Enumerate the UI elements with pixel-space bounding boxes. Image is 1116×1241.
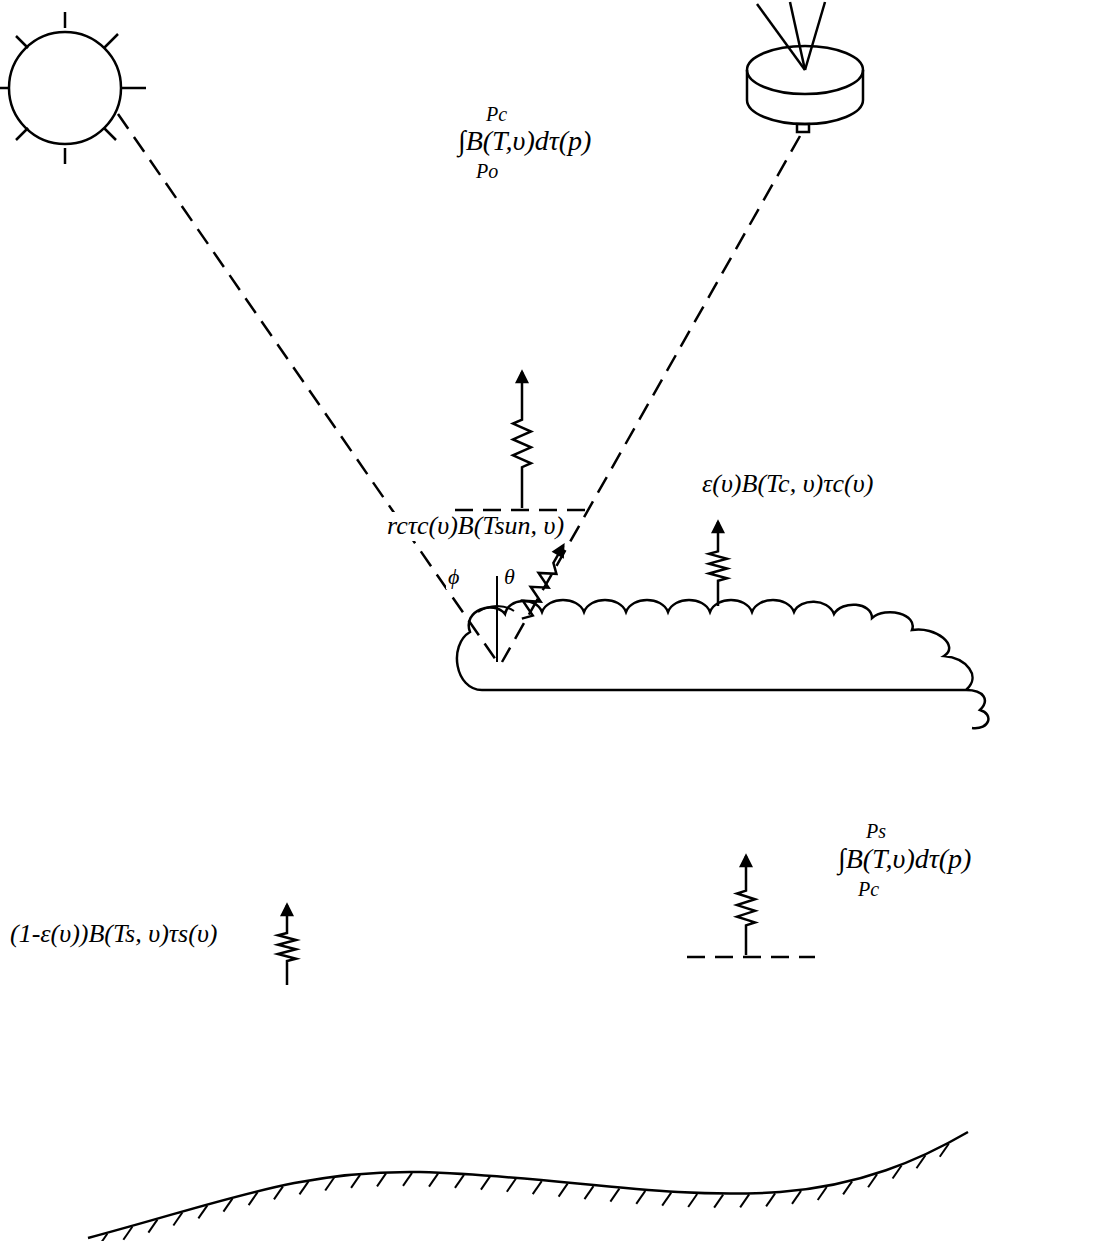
formula-label: Ps: [864, 820, 888, 842]
hatch-mark: [818, 1187, 827, 1200]
angle-label: ϕ: [446, 565, 461, 589]
hatch-mark: [893, 1165, 902, 1178]
angle-label: θ: [502, 565, 517, 589]
hatch-mark: [223, 1199, 232, 1212]
radiance-arrow: [709, 522, 727, 606]
formula-label: ∫B(T,υ)dτ(p): [456, 126, 593, 157]
ray-line: [118, 114, 815, 957]
sun-symbol: [0, 12, 146, 164]
formula-label: ∫B(T,υ)dτ(p): [836, 844, 973, 875]
formula-label: Pc: [484, 103, 509, 125]
hatch-mark: [843, 1181, 852, 1194]
cloud-shape: [457, 600, 988, 728]
formula-label: Pc: [856, 878, 881, 900]
formula-label: rcτc(υ)B(Tsun, υ): [385, 512, 566, 541]
hatch-mark: [533, 1181, 542, 1194]
hatch-mark: [481, 1177, 490, 1190]
hatch-mark: [325, 1178, 334, 1191]
hatch-mark: [610, 1189, 619, 1202]
hatch-mark: [429, 1174, 438, 1187]
hatch-mark: [274, 1186, 283, 1199]
hatch-mark: [868, 1174, 877, 1187]
arrow-head: [554, 546, 563, 557]
hatch-mark: [123, 1227, 132, 1240]
hatch-mark: [662, 1193, 671, 1206]
hatch-mark: [300, 1181, 309, 1194]
hatch-mark: [766, 1193, 775, 1206]
hatch-mark: [740, 1194, 749, 1207]
radiance-arrow: [737, 856, 755, 955]
ground-hatching: [98, 1144, 948, 1241]
arrow-head: [517, 372, 527, 382]
satellite-symbol: [747, 2, 863, 132]
hatch-mark: [940, 1144, 949, 1157]
radiance-arrow: [278, 905, 296, 985]
radiance-arrows: [278, 372, 755, 985]
hatch-mark: [403, 1173, 412, 1186]
hatch-mark: [636, 1191, 645, 1204]
radiance-arrow: [513, 372, 531, 508]
hatch-mark: [98, 1234, 107, 1241]
formula-label: ε(υ)B(Tc, υ)τc(υ): [700, 470, 875, 499]
hatch-mark: [688, 1194, 697, 1207]
hatch-mark: [377, 1173, 386, 1186]
arrow-head: [282, 905, 292, 915]
arrow-head: [741, 856, 751, 866]
formula-label: (1-ε(υ))B(Ts, υ)τs(υ): [8, 920, 219, 949]
arrow-head: [713, 522, 723, 532]
hatch-mark: [792, 1191, 801, 1204]
formula-label: Po: [474, 160, 500, 182]
reflected-arrow: [522, 546, 563, 619]
hatch-mark: [351, 1175, 360, 1188]
hatch-mark: [148, 1220, 157, 1233]
hatch-mark: [173, 1213, 182, 1226]
hatch-mark: [714, 1195, 723, 1208]
hatch-mark: [916, 1155, 925, 1168]
hatch-mark: [559, 1184, 568, 1197]
hatch-mark: [198, 1205, 207, 1218]
hatch-mark: [455, 1175, 464, 1188]
hatch-mark: [249, 1192, 258, 1205]
hatch-mark: [584, 1186, 593, 1199]
hatch-mark: [507, 1179, 516, 1192]
ground-line: [88, 1132, 968, 1238]
